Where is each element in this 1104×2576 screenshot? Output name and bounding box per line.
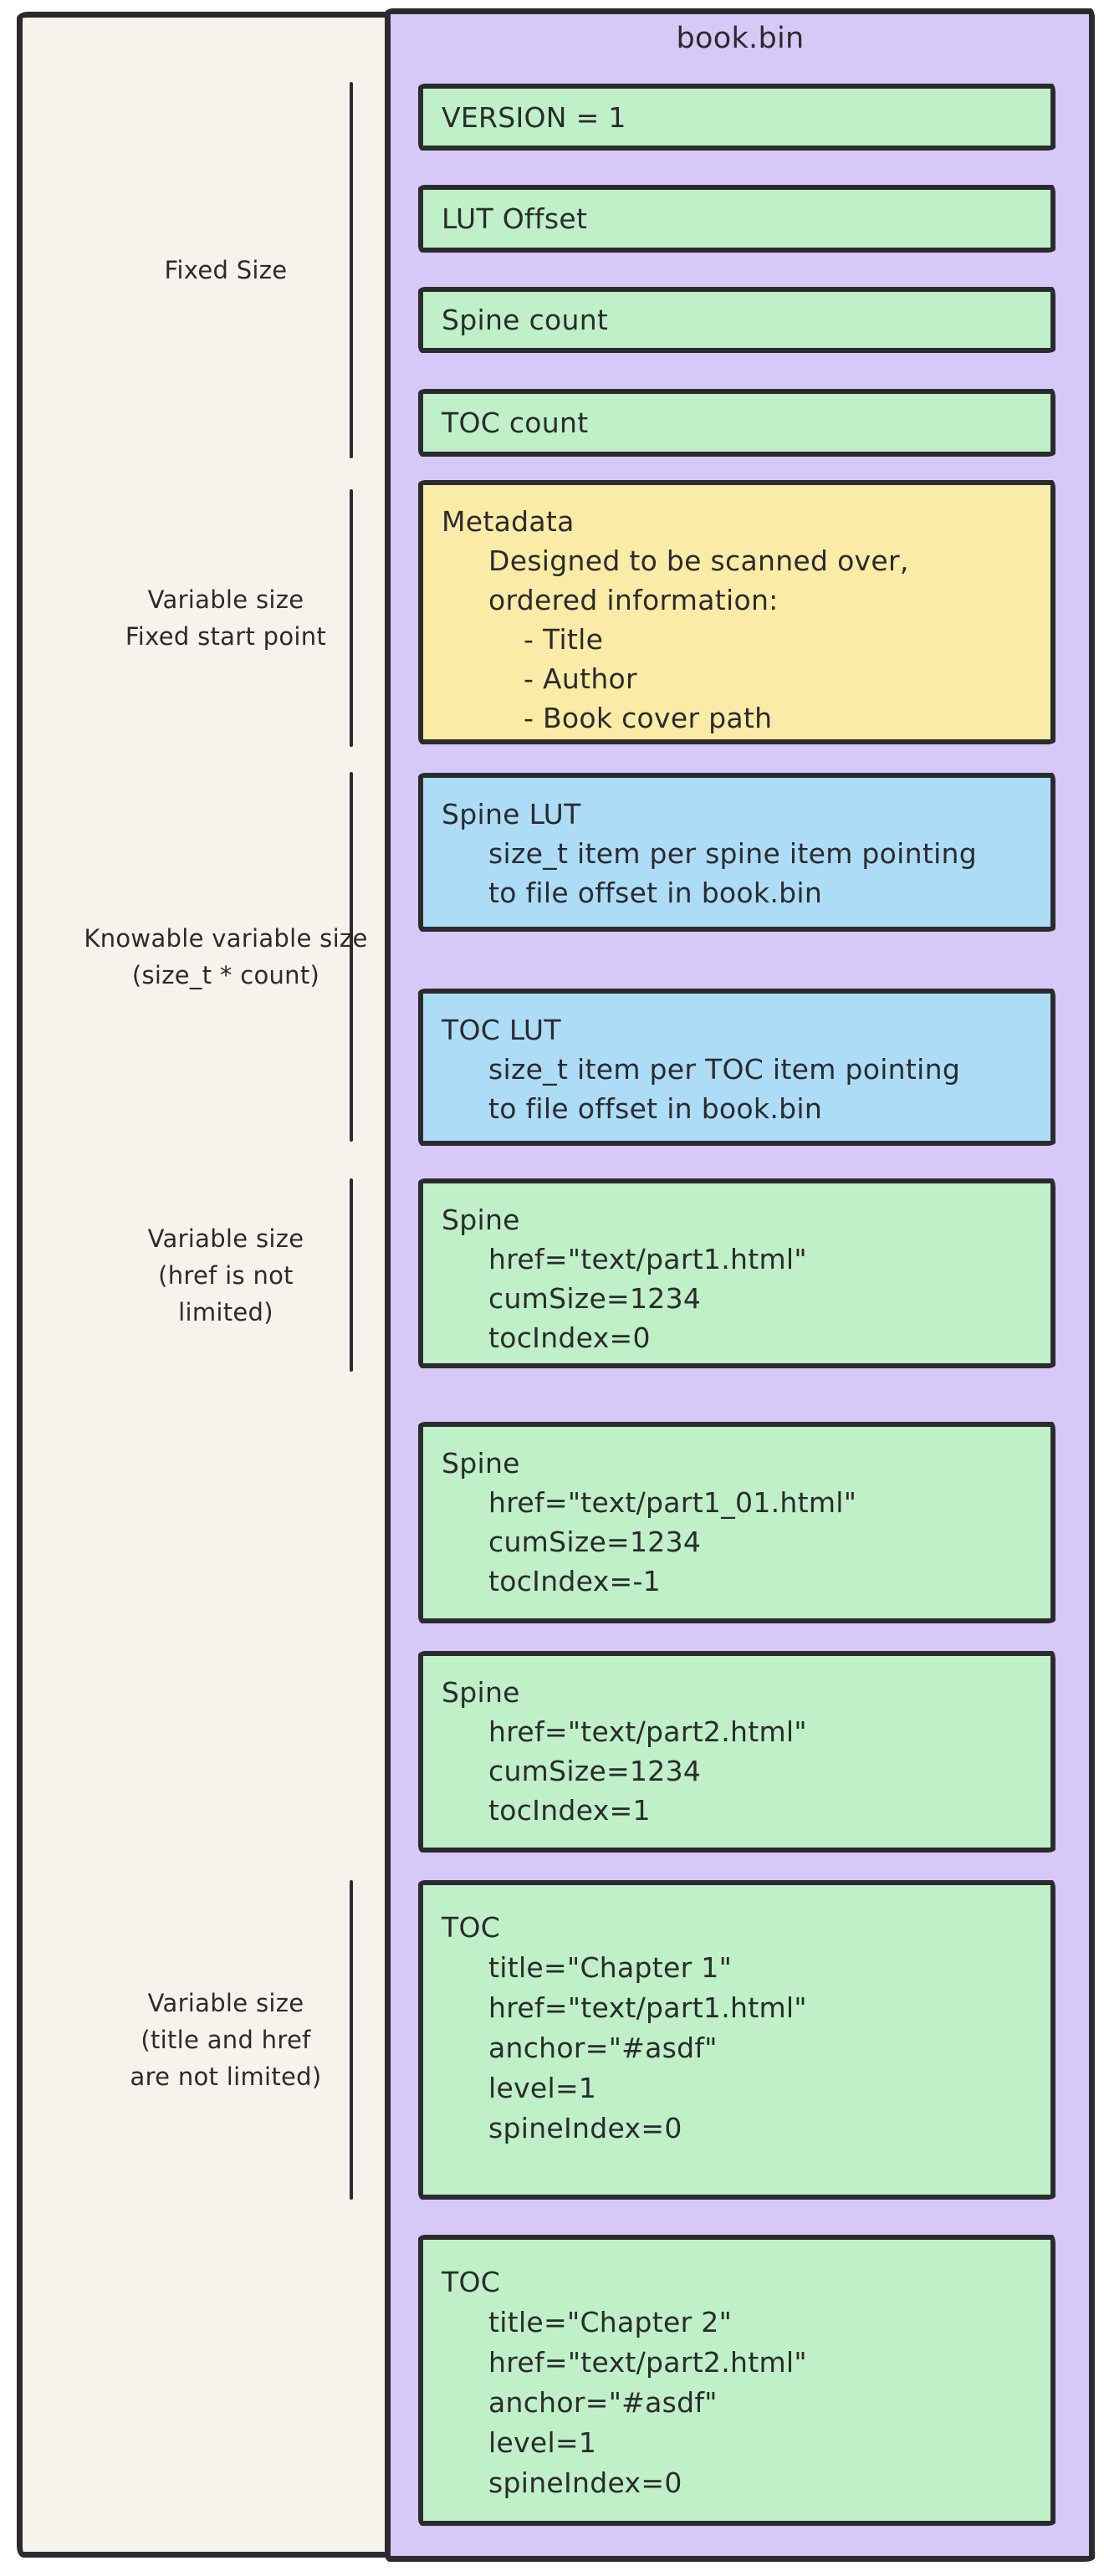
box-line: - Author xyxy=(524,662,637,695)
label-line: Variable size xyxy=(147,1224,304,1253)
bracket-variable-href xyxy=(350,1178,353,1372)
box-line: Spine xyxy=(442,1204,520,1236)
box-line: LUT Offset xyxy=(442,202,588,235)
field-box-toc-lut: TOC LUT size_t item per TOC item pointin… xyxy=(418,989,1055,1146)
box-line: title="Chapter 2" xyxy=(488,2306,733,2338)
box-line: - Book cover path xyxy=(524,702,773,734)
box-line: href="text/part2.html" xyxy=(488,1715,807,1748)
box-line: TOC xyxy=(442,1911,501,1944)
box-line: Metadata xyxy=(442,505,575,538)
box-line: Spine xyxy=(442,1447,520,1480)
field-box-spine-count: Spine count xyxy=(418,287,1055,353)
bracket-fixed-size xyxy=(350,82,353,458)
bracket-variable-fixed-start xyxy=(350,489,353,747)
field-box-spine-2: Spine href="text/part1_01.html" cumSize=… xyxy=(418,1422,1055,1623)
box-line: title="Chapter 1" xyxy=(488,1951,733,1984)
box-line: href="text/part1.html" xyxy=(488,1991,807,2024)
box-line: anchor="#asdf" xyxy=(488,2386,718,2419)
label-line: are not limited) xyxy=(130,2062,322,2091)
box-line: to file offset in book.bin xyxy=(488,1092,823,1125)
label-line: Variable size xyxy=(147,585,304,614)
label-line: Variable size xyxy=(147,1989,304,2017)
field-box-toc-1: TOC title="Chapter 1" href="text/part1.h… xyxy=(418,1880,1055,2200)
field-box-metadata: Metadata Designed to be scanned over, or… xyxy=(418,480,1055,744)
box-line: spineIndex=0 xyxy=(488,2466,682,2499)
box-line: tocIndex=-1 xyxy=(488,1565,661,1597)
box-line: level=1 xyxy=(488,2426,597,2459)
field-box-toc-2: TOC title="Chapter 2" href="text/part2.h… xyxy=(418,2235,1055,2526)
box-line: TOC LUT xyxy=(442,1014,561,1046)
label-line: (href is not xyxy=(158,1261,294,1290)
box-line: TOC count xyxy=(442,406,589,439)
box-line: anchor="#asdf" xyxy=(488,2032,718,2064)
field-box-toc-count: TOC count xyxy=(418,389,1055,457)
bracket-knowable-variable xyxy=(350,772,353,1142)
box-line: Spine LUT xyxy=(442,798,581,831)
box-line: tocIndex=1 xyxy=(488,1794,651,1827)
label-variable-fixed-start: Variable size Fixed start point xyxy=(33,581,418,655)
field-box-spine-lut: Spine LUT size_t item per spine item poi… xyxy=(418,773,1055,932)
box-line: tocIndex=0 xyxy=(488,1321,651,1354)
box-line: size_t item per TOC item pointing xyxy=(488,1053,961,1086)
box-line: ordered information: xyxy=(488,584,779,616)
label-line: (title and href xyxy=(141,2026,311,2054)
field-box-lut-offset: LUT Offset xyxy=(418,185,1055,253)
box-line: cumSize=1234 xyxy=(488,1282,702,1315)
box-line: href="text/part1_01.html" xyxy=(488,1486,857,1519)
box-line: VERSION = 1 xyxy=(442,100,626,134)
label-knowable-variable: Knowable variable size (size_t * count) xyxy=(33,920,418,994)
field-box-version: VERSION = 1 xyxy=(418,84,1055,151)
file-title: book.bin xyxy=(676,22,805,55)
box-line: - Title xyxy=(524,623,604,656)
box-line: href="text/part1.html" xyxy=(488,1243,807,1275)
box-line: level=1 xyxy=(488,2072,597,2104)
field-box-spine-1: Spine href="text/part1.html" cumSize=123… xyxy=(418,1178,1055,1368)
label-line: Knowable variable size xyxy=(84,924,368,953)
field-box-spine-3: Spine href="text/part2.html" cumSize=123… xyxy=(418,1651,1055,1853)
label-variable-title-href: Variable size (title and href are not li… xyxy=(33,1985,418,2095)
box-line: Spine xyxy=(442,1676,520,1709)
label-line: limited) xyxy=(178,1298,273,1326)
box-line: Spine count xyxy=(442,304,609,336)
label-line: Fixed start point xyxy=(125,622,327,651)
box-line: href="text/part2.html" xyxy=(488,2346,807,2379)
label-fixed-size: Fixed Size xyxy=(33,252,418,289)
box-line: spineIndex=0 xyxy=(488,2112,682,2144)
box-line: size_t item per spine item pointing xyxy=(488,837,978,870)
label-variable-href: Variable size (href is not limited) xyxy=(33,1220,418,1331)
box-line: TOC xyxy=(442,2266,501,2298)
box-line: Designed to be scanned over, xyxy=(488,544,909,577)
box-line: cumSize=1234 xyxy=(488,1755,702,1787)
bracket-variable-title-href xyxy=(350,1880,353,2200)
label-line: (size_t * count) xyxy=(131,961,320,989)
label-line: Fixed Size xyxy=(164,256,288,284)
box-line: cumSize=1234 xyxy=(488,1526,702,1558)
box-line: to file offset in book.bin xyxy=(488,877,823,909)
